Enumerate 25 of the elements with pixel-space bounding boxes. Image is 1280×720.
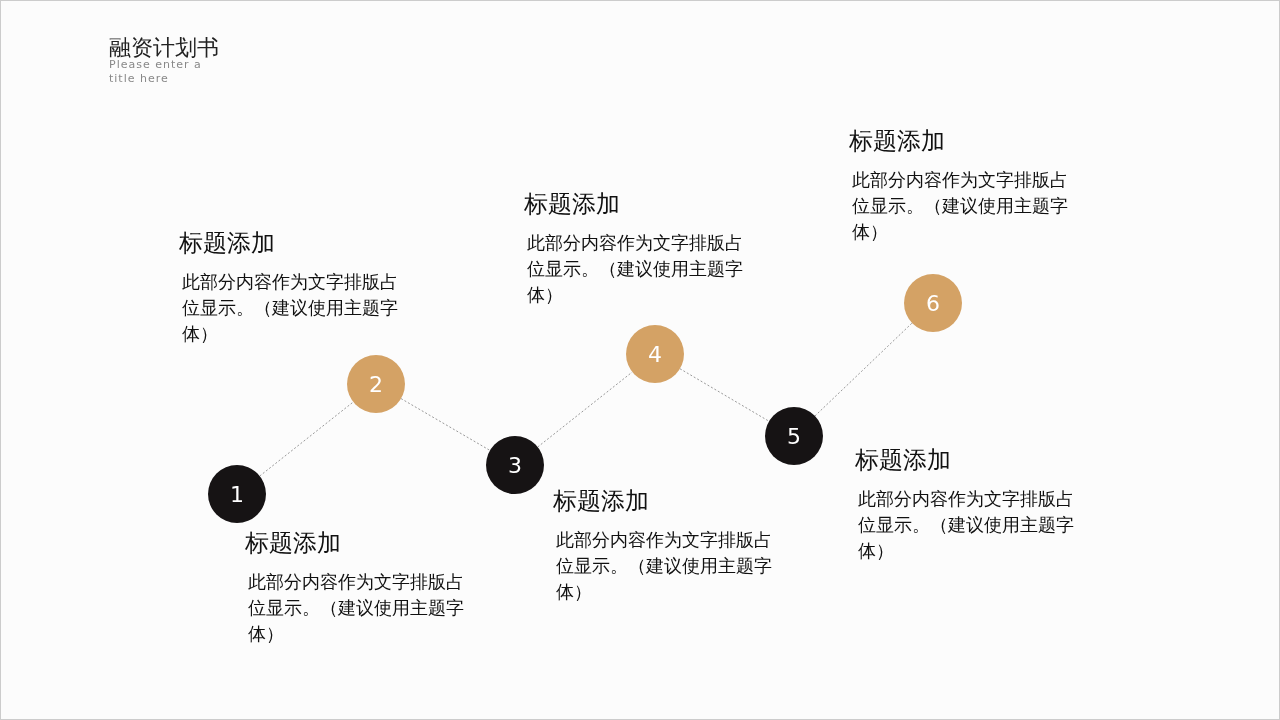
connector-line bbox=[679, 368, 770, 422]
slide-title: 融资计划书 bbox=[109, 34, 219, 60]
connector-line bbox=[259, 401, 354, 477]
step-description: 此部分内容作为文字排版占位显示。（建议使用主题字体） bbox=[556, 528, 773, 604]
step-circle: 4 bbox=[626, 325, 684, 383]
step-heading: 标题添加 bbox=[553, 486, 649, 517]
step-description: 此部分内容作为文字排版占位显示。（建议使用主题字体） bbox=[527, 231, 744, 307]
step-heading: 标题添加 bbox=[245, 528, 341, 559]
step-heading: 标题添加 bbox=[524, 189, 620, 220]
connector-line bbox=[400, 398, 491, 451]
connector-line bbox=[814, 322, 913, 417]
step-heading: 标题添加 bbox=[849, 126, 945, 157]
subtitle-text: Please enter a title here bbox=[109, 58, 203, 86]
step-heading: 标题添加 bbox=[855, 445, 951, 476]
step-circle: 5 bbox=[765, 407, 823, 465]
step-description: 此部分内容作为文字排版占位显示。（建议使用主题字体） bbox=[852, 168, 1069, 244]
step-description: 此部分内容作为文字排版占位显示。（建议使用主题字体） bbox=[182, 270, 399, 346]
connector-line bbox=[537, 371, 633, 448]
step-circle: 2 bbox=[347, 355, 405, 413]
step-description: 此部分内容作为文字排版占位显示。（建议使用主题字体） bbox=[858, 487, 1075, 563]
step-circle: 1 bbox=[208, 465, 266, 523]
step-heading: 标题添加 bbox=[179, 228, 275, 259]
step-circle: 6 bbox=[904, 274, 962, 332]
step-description: 此部分内容作为文字排版占位显示。（建议使用主题字体） bbox=[248, 570, 465, 646]
step-circle: 3 bbox=[486, 436, 544, 494]
